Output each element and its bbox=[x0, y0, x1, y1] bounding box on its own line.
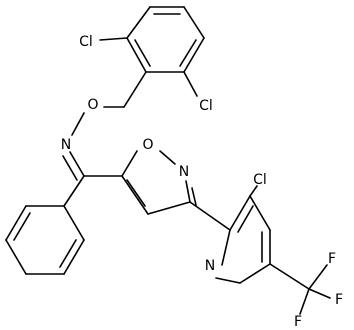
bond bbox=[5, 205, 27, 241]
bond-c-f bbox=[308, 288, 331, 299]
bond bbox=[249, 195, 271, 231]
bond bbox=[221, 229, 231, 266]
double-bond-c-n bbox=[69, 151, 85, 177]
bond-c-cl bbox=[249, 185, 258, 197]
dichlorophenyl-ring bbox=[126, 6, 205, 73]
atom-label-o: O bbox=[87, 97, 98, 113]
atom-label-f: F bbox=[328, 251, 336, 267]
atom-label-n: N bbox=[179, 164, 189, 180]
phenyl-ring bbox=[5, 205, 85, 275]
bond-c-f bbox=[308, 264, 328, 290]
double-bond-c4-c5 bbox=[126, 179, 146, 207]
atom-label-f: F bbox=[294, 314, 302, 330]
double-bond-inner bbox=[134, 39, 151, 67]
bond bbox=[126, 6, 151, 39]
bond bbox=[183, 6, 205, 39]
atom-label-cl: Cl bbox=[79, 34, 93, 50]
bond-c-cf3 bbox=[269, 263, 310, 290]
bond bbox=[229, 195, 251, 231]
double-bond-inner bbox=[13, 212, 31, 241]
double-bond-inner bbox=[237, 205, 254, 233]
bond-c-cl bbox=[99, 37, 128, 41]
double-bond-c-n bbox=[62, 155, 78, 181]
atom-label-n: N bbox=[61, 137, 71, 153]
bond bbox=[63, 239, 85, 275]
atom-label-n: N bbox=[205, 258, 215, 274]
atom-label-cl: Cl bbox=[253, 172, 267, 188]
bond-c-cl bbox=[183, 71, 198, 97]
double-bond-n-c3 bbox=[191, 187, 197, 206]
bond-c4-c5 bbox=[121, 175, 149, 215]
bond bbox=[63, 205, 85, 241]
bond-c-ch2 bbox=[123, 71, 147, 108]
bond-isoxazole-pyridine bbox=[189, 201, 231, 231]
bond bbox=[183, 37, 205, 73]
atom-label-cl: Cl bbox=[199, 98, 213, 114]
double-bond-inner bbox=[59, 239, 77, 268]
bond bbox=[215, 277, 241, 284]
bond-c5-o bbox=[121, 150, 138, 177]
bond bbox=[5, 239, 27, 275]
bond-o-n bbox=[71, 112, 85, 136]
bond-o-n bbox=[159, 150, 176, 165]
double-bond-inner bbox=[179, 39, 197, 67]
bond-c-f bbox=[299, 288, 310, 315]
atom-label-f: F bbox=[335, 292, 343, 308]
bond bbox=[126, 37, 147, 73]
pyridine-ring bbox=[215, 195, 271, 284]
bond-n-c3 bbox=[185, 180, 191, 203]
isoxazole-ring bbox=[121, 150, 197, 215]
atom-label-o: O bbox=[142, 137, 153, 153]
bond-c3-c4 bbox=[147, 201, 191, 215]
bond-c-phenyl bbox=[63, 175, 85, 207]
bond bbox=[239, 263, 271, 284]
